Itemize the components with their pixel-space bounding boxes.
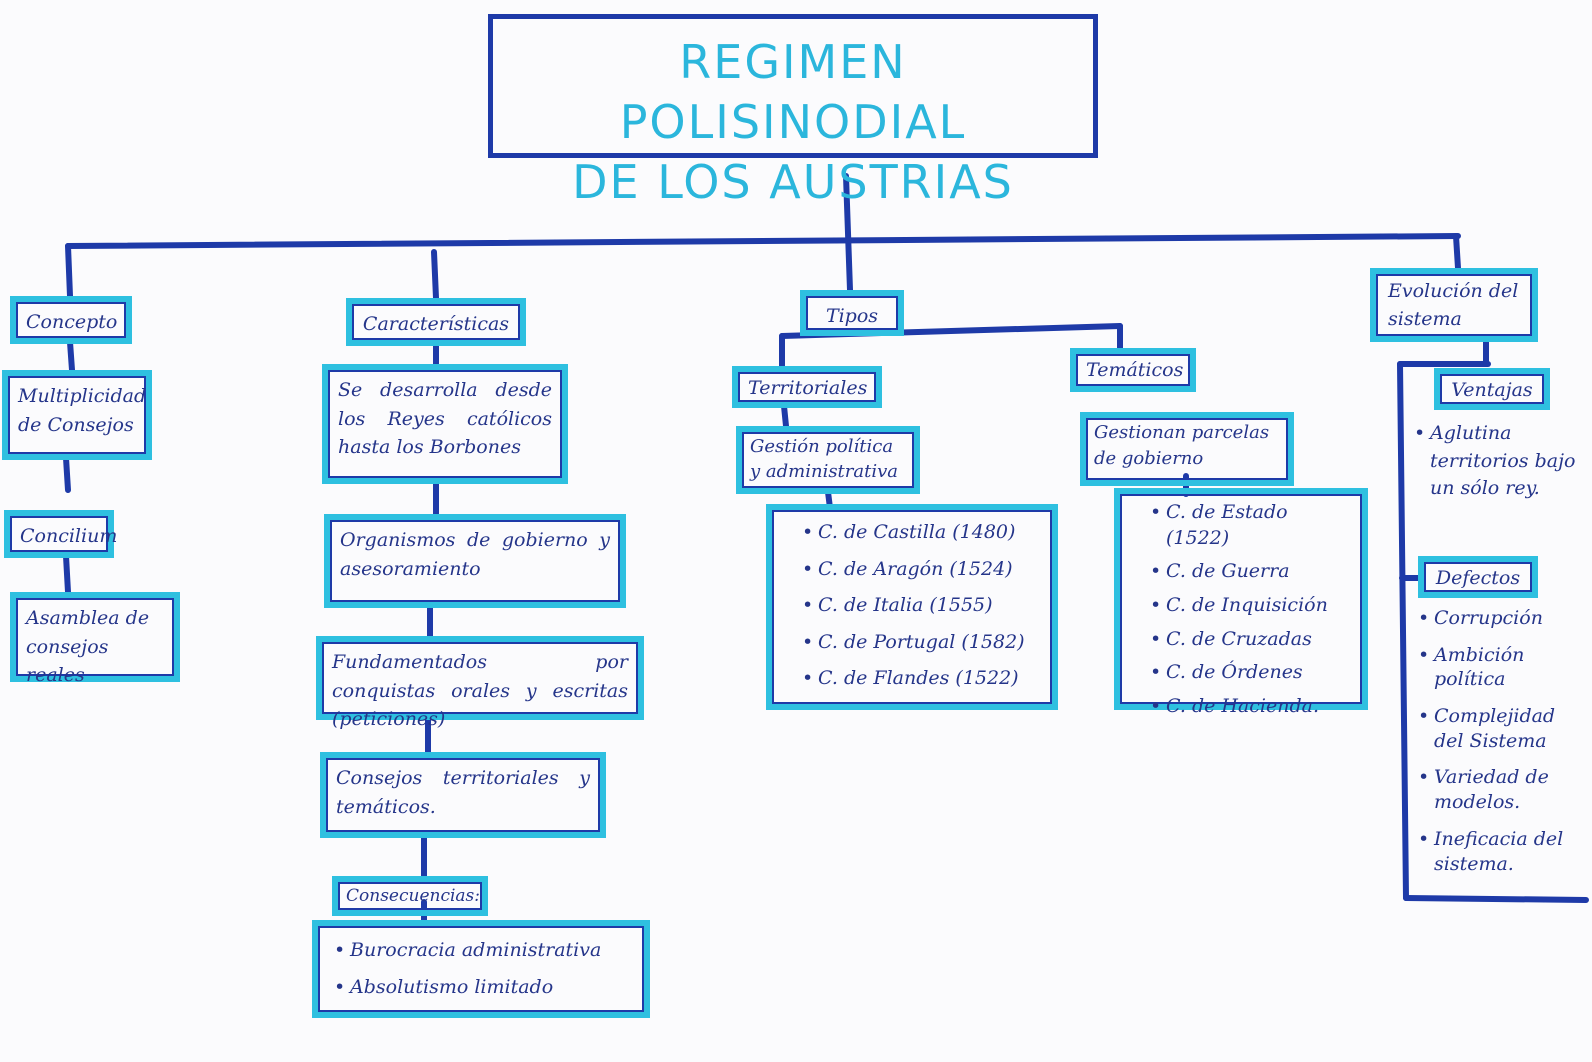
territoriales-sub: Gestión política y administrativa [736, 426, 920, 494]
caracteristicas-header-label: Características [362, 313, 510, 335]
list-item: Burocracia administrativa [334, 936, 630, 965]
caracteristicas-item-2-text: Organismos de gobierno y asesoramiento [340, 529, 610, 580]
concepto-item-2: Concilium [4, 510, 118, 558]
concepto-item-3-text: Asamblea de consejos reales [26, 607, 150, 686]
tematicos-sub-text: Gestionan parcelas de gobierno [1094, 422, 1270, 470]
list-item: C. de Inquisición [1150, 593, 1350, 619]
title-line-2: DE LOS AUSTRIAS [572, 154, 1014, 209]
list-item: Absolutismo limitado [334, 973, 630, 1002]
tematicos-header-label: Temáticos [1086, 359, 1184, 381]
concepto-item-2-text: Concilium [20, 525, 118, 547]
caracteristicas-header: Características [346, 298, 526, 346]
caracteristicas-item-4: Consejos territoriales y temáticos. [320, 752, 606, 838]
list-item: Variedad de modelos. [1418, 765, 1584, 814]
tematicos-list-box: C. de Estado (1522) C. de Guerra C. de I… [1114, 488, 1368, 719]
caracteristicas-item-1: Se desarrolla desde los Reyes católicos … [322, 364, 568, 484]
list-item: C. de Guerra [1150, 559, 1350, 585]
concepto-header-label: Concepto [26, 311, 118, 333]
connector [1397, 361, 1409, 901]
caracteristicas-item-3: Fundamentados por conquistas orales y es… [316, 636, 644, 730]
list-item: Ambición política [1418, 643, 1584, 692]
consecuencias-list: Burocracia administrativa Absolutismo li… [332, 936, 630, 1001]
consecuencias-header-label: Consecuencias: [346, 886, 480, 906]
connector [1403, 895, 1589, 903]
list-item: Aglutina territorios bajo un sólo rey. [1414, 420, 1580, 503]
caracteristicas-item-2: Organismos de gobierno y asesoramiento [324, 514, 626, 608]
tematicos-sub: Gestionan parcelas de gobierno [1080, 412, 1294, 486]
list-item: Ineficacia del sistema. [1418, 827, 1584, 876]
defectos-header: Defectos [1418, 556, 1538, 598]
list-item: C. de Flandes (1522) [802, 664, 1038, 693]
ventajas-list-area: Aglutina territorios bajo un sólo rey. [1412, 420, 1580, 515]
connector [67, 339, 75, 373]
territoriales-list: C. de Castilla (1480) C. de Aragón (1524… [800, 518, 1038, 693]
list-item: Corrupción [1418, 606, 1584, 631]
tipos-header-label: Tipos [825, 305, 879, 327]
evolucion-header-label: Evolución del sistema [1388, 280, 1519, 330]
tematicos-header: Temáticos [1070, 348, 1196, 392]
list-item: C. de Cruzadas [1150, 627, 1350, 653]
tipos-header: Tipos [800, 290, 904, 336]
list-item: C. de Portugal (1582) [802, 628, 1038, 657]
connector [843, 173, 853, 293]
connector [65, 243, 73, 299]
consecuencias-list-box: Burocracia administrativa Absolutismo li… [312, 920, 650, 1018]
caracteristicas-item-4-text: Consejos territoriales y temáticos. [336, 767, 590, 818]
connector [63, 553, 71, 595]
consecuencias-header: Consecuencias: [332, 876, 488, 916]
list-item: C. de Aragón (1524) [802, 555, 1038, 584]
defectos-list: Corrupción Ambición política Complejidad… [1416, 606, 1584, 876]
list-item: C. de Castilla (1480) [802, 518, 1038, 547]
caracteristicas-item-1-text: Se desarrolla desde los Reyes católicos … [338, 379, 552, 458]
concepto-item-1: Multiplicidad de Consejos [2, 370, 152, 460]
connector [63, 455, 71, 493]
connector [65, 233, 1461, 249]
list-item: C. de Hacienda. [1150, 694, 1350, 720]
ventajas-header: Ventajas [1434, 368, 1550, 410]
connector [431, 249, 439, 301]
ventajas-list: Aglutina territorios bajo un sólo rey. [1412, 420, 1580, 503]
defectos-header-label: Defectos [1435, 567, 1521, 589]
evolucion-header: Evolución del sistema [1370, 268, 1538, 342]
connector [781, 403, 789, 429]
concepto-item-1-text: Multiplicidad de Consejos [18, 385, 147, 436]
list-item: C. de Órdenes [1150, 660, 1350, 686]
list-item: C. de Estado (1522) [1150, 500, 1350, 551]
concepto-header: Concepto [10, 296, 132, 344]
connector [1453, 233, 1461, 271]
territoriales-list-box: C. de Castilla (1480) C. de Aragón (1524… [766, 504, 1058, 710]
list-item: C. de Italia (1555) [802, 591, 1038, 620]
territoriales-sub-text: Gestión política y administrativa [750, 436, 899, 483]
caracteristicas-item-3-text: Fundamentados por conquistas orales y es… [332, 651, 628, 730]
list-item: Complejidad del Sistema [1418, 704, 1584, 753]
concepto-item-3: Asamblea de consejos reales [10, 592, 180, 686]
tematicos-list: C. de Estado (1522) C. de Guerra C. de I… [1148, 500, 1350, 719]
territoriales-header: Territoriales [732, 366, 882, 408]
defectos-list-area: Corrupción Ambición política Complejidad… [1416, 606, 1584, 888]
title-box: REGIMEN POLISINODIAL DE LOS AUSTRIAS [488, 14, 1098, 209]
title-line-1: REGIMEN POLISINODIAL [619, 35, 967, 149]
territoriales-header-label: Territoriales [748, 377, 868, 399]
ventajas-header-label: Ventajas [1451, 379, 1533, 401]
